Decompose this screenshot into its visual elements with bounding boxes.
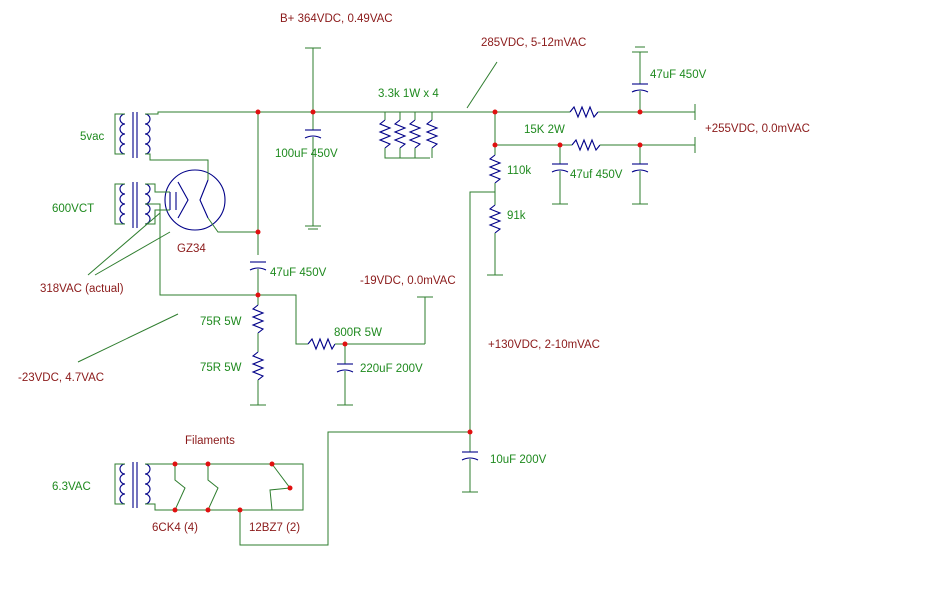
label-91k-resistor: 91k	[507, 210, 526, 222]
gz34-rectifier-tube	[145, 111, 258, 296]
label-75r-a: 75R 5W	[200, 316, 242, 328]
label-gz34: GZ34	[177, 243, 206, 255]
label-15k-resistor: 15K 2W	[524, 124, 565, 136]
resistor-bank-3k3	[378, 111, 495, 159]
label-63vac-winding: 6.3VAC	[52, 481, 91, 493]
label-47uf-bias-cap: 47uF 450V	[270, 267, 327, 279]
label-255vdc: +255VDC, 0.0mVAC	[705, 123, 810, 135]
label-100uf-cap: 100uF 450V	[275, 148, 338, 160]
label-12bz7: 12BZ7 (2)	[249, 522, 300, 534]
label-filaments: Filaments	[185, 435, 235, 447]
label-neg23vdc: -23VDC, 4.7VAC	[18, 372, 104, 384]
label-285vdc: 285VDC, 5-12mVAC	[481, 37, 586, 49]
label-47uf-mid-cap: 47uf 450V	[570, 169, 623, 181]
label-3k3-resistors: 3.3k 1W x 4	[378, 88, 439, 100]
b-plus-filter-stage	[466, 46, 696, 432]
junction-dots	[172, 109, 643, 513]
label-110k-resistor: 110k	[507, 165, 531, 177]
label-600vct-winding: 600VCT	[52, 203, 94, 215]
label-318vac: 318VAC (actual)	[40, 283, 124, 295]
power-transformer	[114, 112, 151, 508]
bias-supply	[77, 212, 433, 406]
label-47uf-top-cap: 47uF 450V	[650, 69, 707, 81]
label-neg19vdc: -19VDC, 0.0mVAC	[360, 275, 456, 287]
label-6ck4: 6CK4 (4)	[152, 522, 198, 534]
label-b-plus: B+ 364VDC, 0.49VAC	[280, 13, 393, 25]
label-5vac-winding: 5vac	[80, 131, 105, 143]
label-220uf-cap: 220uF 200V	[360, 363, 423, 375]
label-75r-b: 75R 5W	[200, 362, 242, 374]
label-800r-resistor: 800R 5W	[334, 327, 382, 339]
label-130vdc: +130VDC, 2-10mVAC	[488, 339, 600, 351]
label-10uf-cap: 10uF 200V	[490, 454, 547, 466]
